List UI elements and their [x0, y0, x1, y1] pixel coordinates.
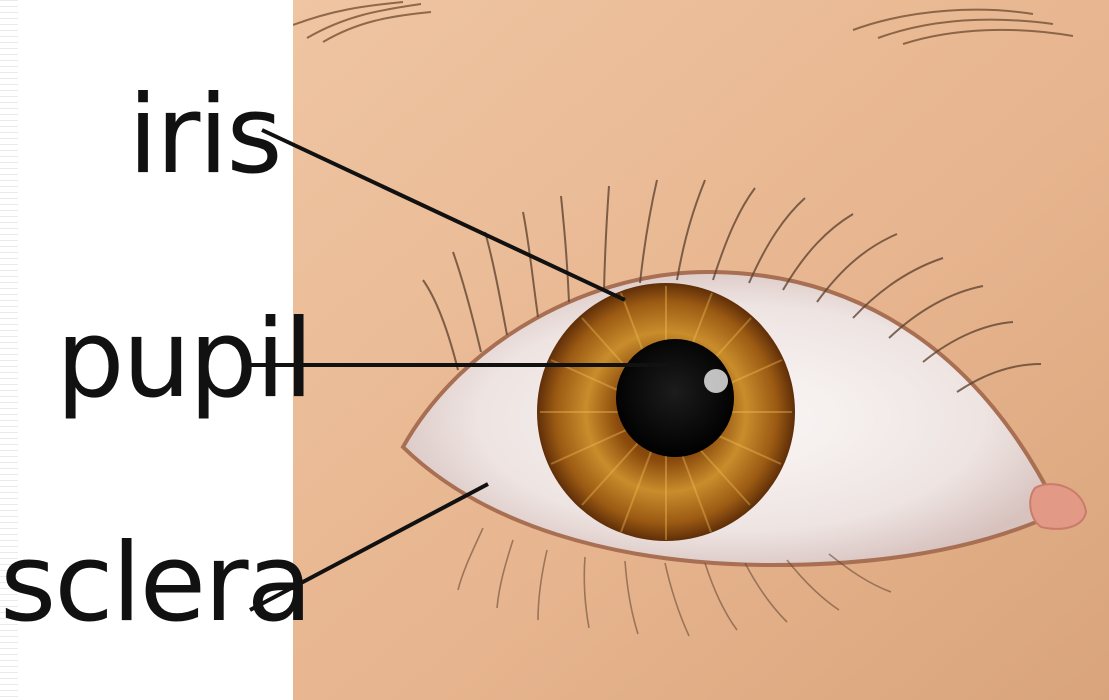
pupil-highlight — [704, 369, 728, 393]
eye-illustration — [293, 0, 1109, 700]
label-sclera: sclera — [0, 530, 311, 638]
label-pupil: pupil — [56, 306, 312, 414]
label-iris: iris — [128, 82, 281, 190]
pupil-shape — [616, 339, 734, 457]
eye-illustration-panel — [293, 0, 1109, 700]
